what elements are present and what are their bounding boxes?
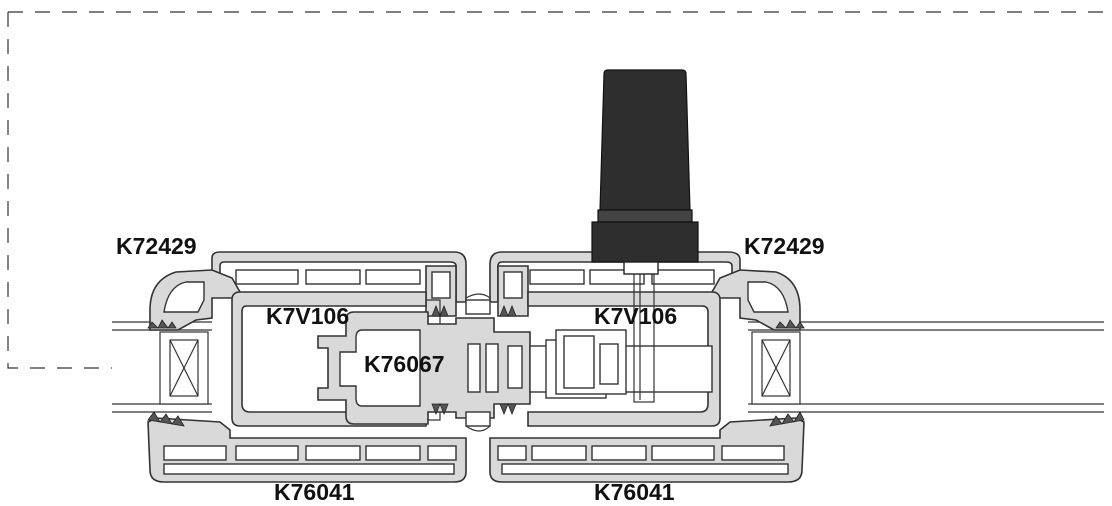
center-connectors [431, 293, 517, 432]
label-mullion: K76067 [364, 351, 445, 377]
right-glazing [748, 321, 1104, 413]
window-handle [591, 69, 699, 275]
label-reinforcement-right: K7V106 [594, 303, 677, 329]
label-sash-left: K72429 [116, 233, 197, 259]
label-frame-left: K76041 [274, 479, 355, 505]
right-frame-profile [489, 411, 805, 483]
label-sash-right: K72429 [744, 233, 825, 259]
left-sash-profile [147, 251, 467, 331]
left-frame-profile [147, 411, 467, 483]
right-reinforcement [527, 291, 721, 427]
opening-outline-dashed [7, 11, 1104, 369]
left-glazing [112, 321, 212, 413]
mullion-profile [317, 311, 531, 425]
label-reinforcement-left: K7V106 [266, 303, 349, 329]
locking-mechanism [529, 267, 713, 403]
label-frame-right: K76041 [594, 479, 675, 505]
